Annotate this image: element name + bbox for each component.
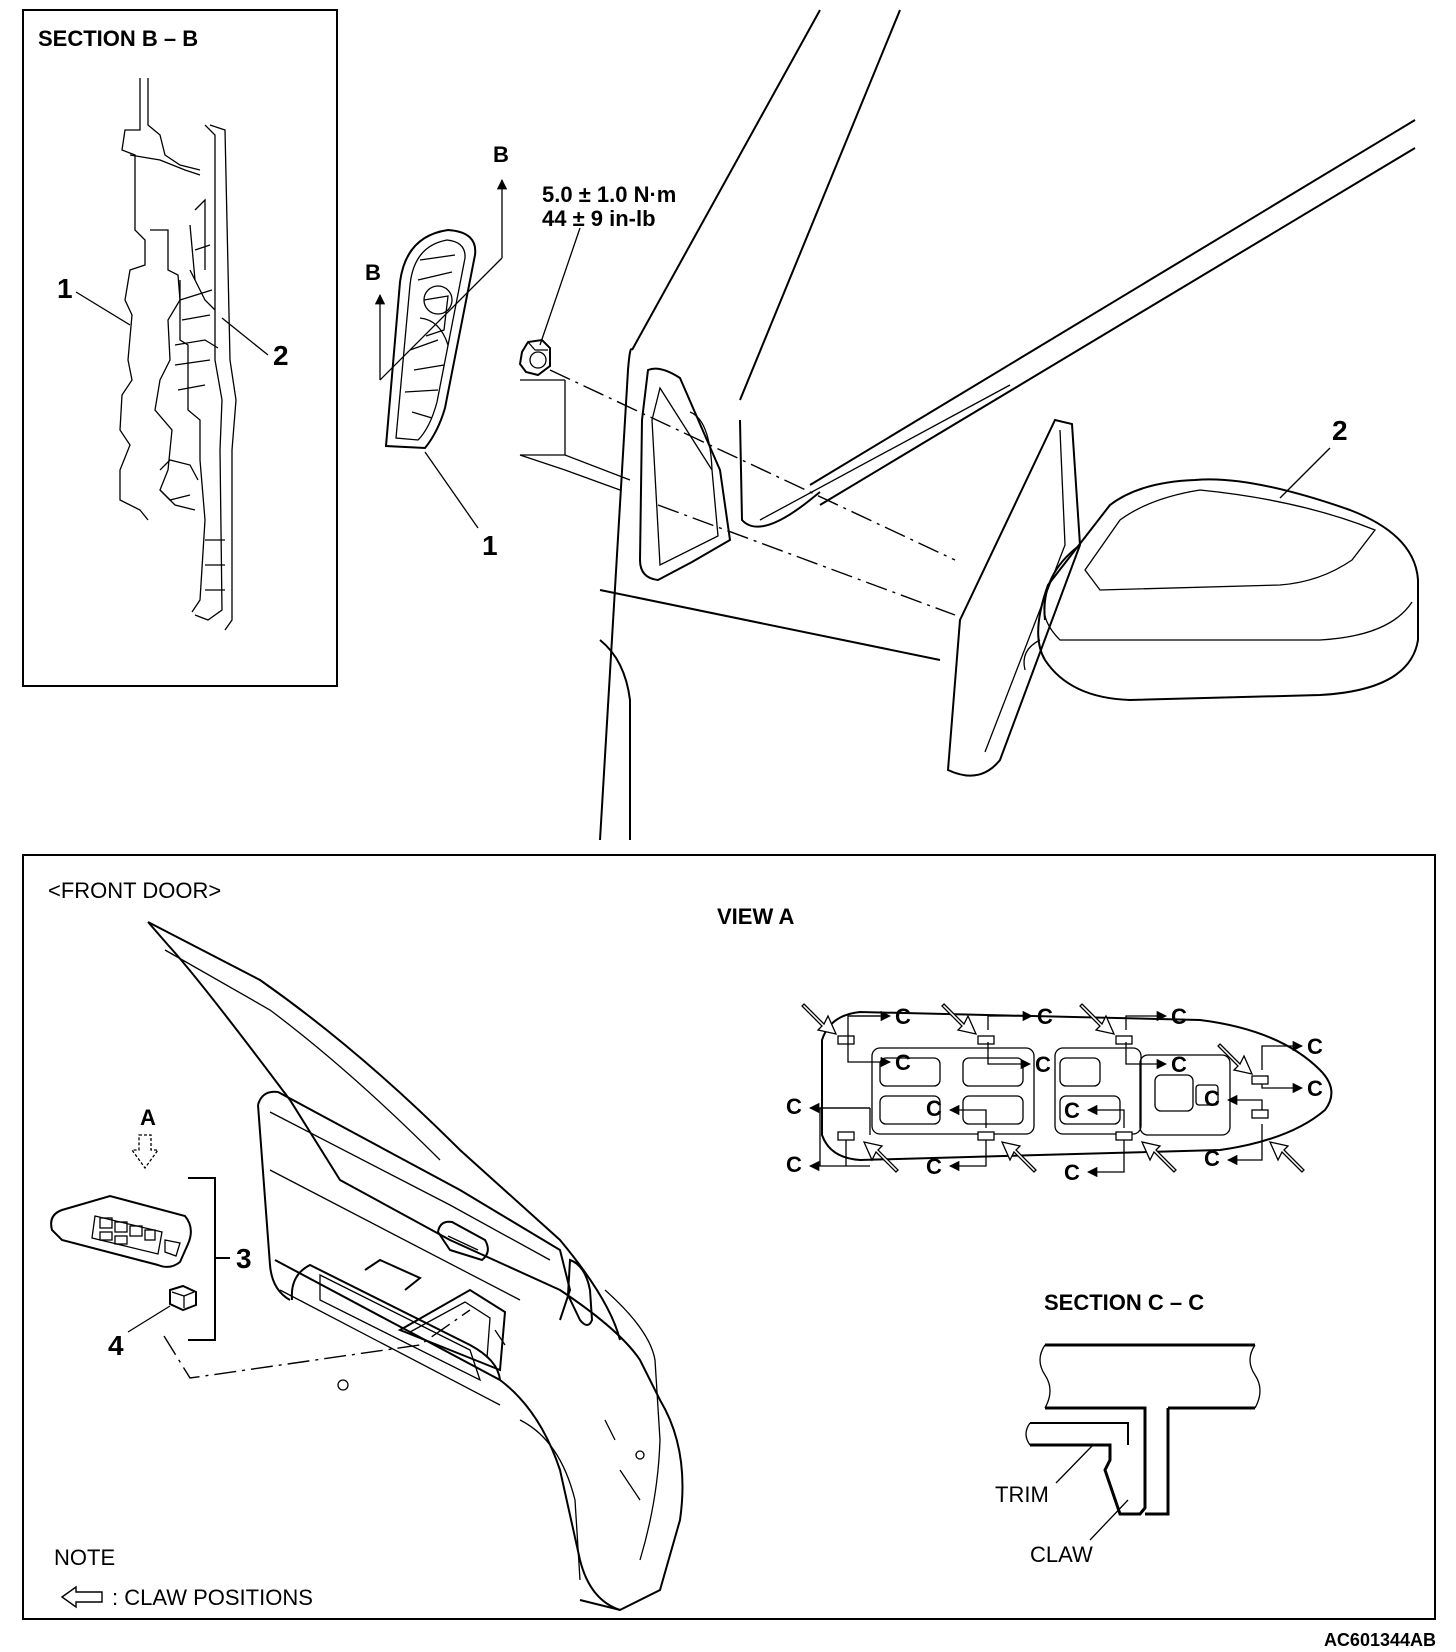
c-marker: C <box>786 1094 802 1119</box>
c-marker: C <box>926 1154 942 1179</box>
torque-inlb: 44 ± 9 in-lb <box>542 206 656 231</box>
cover-leader-1 <box>424 451 479 529</box>
section-bb-leader-1 <box>75 291 131 326</box>
c-marker: C <box>1204 1146 1220 1171</box>
section-bb-frame <box>22 9 338 687</box>
switch-clip <box>169 1284 197 1312</box>
c-marker: C <box>1307 1034 1323 1059</box>
c-marker: C <box>895 1050 911 1075</box>
c-marker: C <box>1307 1076 1323 1101</box>
front-door-drawing <box>147 921 684 1612</box>
c-marker: C <box>926 1096 942 1121</box>
mirror-inner-cover <box>384 228 477 450</box>
view-a-c-labels: C C C C C C C C C C C C C C C C <box>786 1004 1323 1185</box>
door-mirror-base <box>638 367 732 582</box>
c-marker: C <box>895 1004 911 1029</box>
c-marker: C <box>1064 1098 1080 1123</box>
outside-mirror-assembly <box>946 418 1419 777</box>
view-a-switch-face <box>821 1010 1333 1162</box>
mirror-leader-2 <box>1279 447 1331 499</box>
mount-centerline-upper <box>549 369 956 561</box>
c-marker: C <box>1204 1086 1220 1111</box>
c-marker: C <box>1171 1004 1187 1029</box>
note-text: : CLAW POSITIONS <box>112 1585 313 1610</box>
c-marker: C <box>786 1152 802 1177</box>
clip-leader-4 <box>127 1305 171 1333</box>
power-window-switch <box>50 1194 192 1268</box>
note-title: NOTE <box>54 1545 115 1570</box>
switch-callout-3: 3 <box>236 1243 252 1274</box>
section-cut-line-b <box>379 257 503 381</box>
section-marker-b-left: B <box>365 260 381 285</box>
section-cc-drawing <box>1025 1343 1261 1516</box>
trim-label: TRIM <box>995 1482 1049 1507</box>
section-bb-drawing <box>119 78 237 631</box>
c-marker: C <box>1037 1004 1053 1029</box>
torque-nm: 5.0 ± 1.0 N·m <box>542 182 676 207</box>
clip-callout-4: 4 <box>108 1330 124 1361</box>
view-a-title: VIEW A <box>717 904 795 929</box>
view-a-claw-arrows <box>801 1003 1305 1173</box>
section-marker-b-right: B <box>493 142 509 167</box>
c-marker: C <box>1171 1052 1187 1077</box>
mounting-nut <box>518 338 551 377</box>
mount-centerline-lower <box>657 504 956 616</box>
claw-label: CLAW <box>1030 1542 1093 1567</box>
section-bb-callout-1: 1 <box>57 273 73 304</box>
clip-install-path <box>163 1309 471 1379</box>
bottom-panel-frame <box>22 854 1436 1620</box>
view-a-arrow <box>130 1134 160 1170</box>
torque-leader <box>539 227 581 346</box>
section-bb-callout-2: 2 <box>273 340 289 371</box>
trim-leader <box>1055 1445 1093 1484</box>
section-cc-title: SECTION C – C <box>1044 1290 1204 1315</box>
section-bb-leader-2 <box>221 317 269 356</box>
view-a-section-lines <box>808 1010 1304 1178</box>
claw-leader <box>1089 1499 1129 1541</box>
figure-id: AC601344AB <box>1324 1630 1436 1650</box>
claw-position-arrow-icon <box>60 1585 103 1609</box>
c-marker: C <box>1064 1160 1080 1185</box>
view-a-claws <box>837 1035 1269 1141</box>
view-marker-a: A <box>140 1105 156 1130</box>
door-body-outline <box>519 9 1416 841</box>
section-bb-title: SECTION B – B <box>38 26 198 51</box>
mirror-callout-2: 2 <box>1332 415 1348 446</box>
bracket-3 <box>188 1177 216 1341</box>
front-door-title: <FRONT DOOR> <box>48 878 221 903</box>
cover-callout-1: 1 <box>482 530 498 561</box>
c-marker: C <box>1035 1052 1051 1077</box>
